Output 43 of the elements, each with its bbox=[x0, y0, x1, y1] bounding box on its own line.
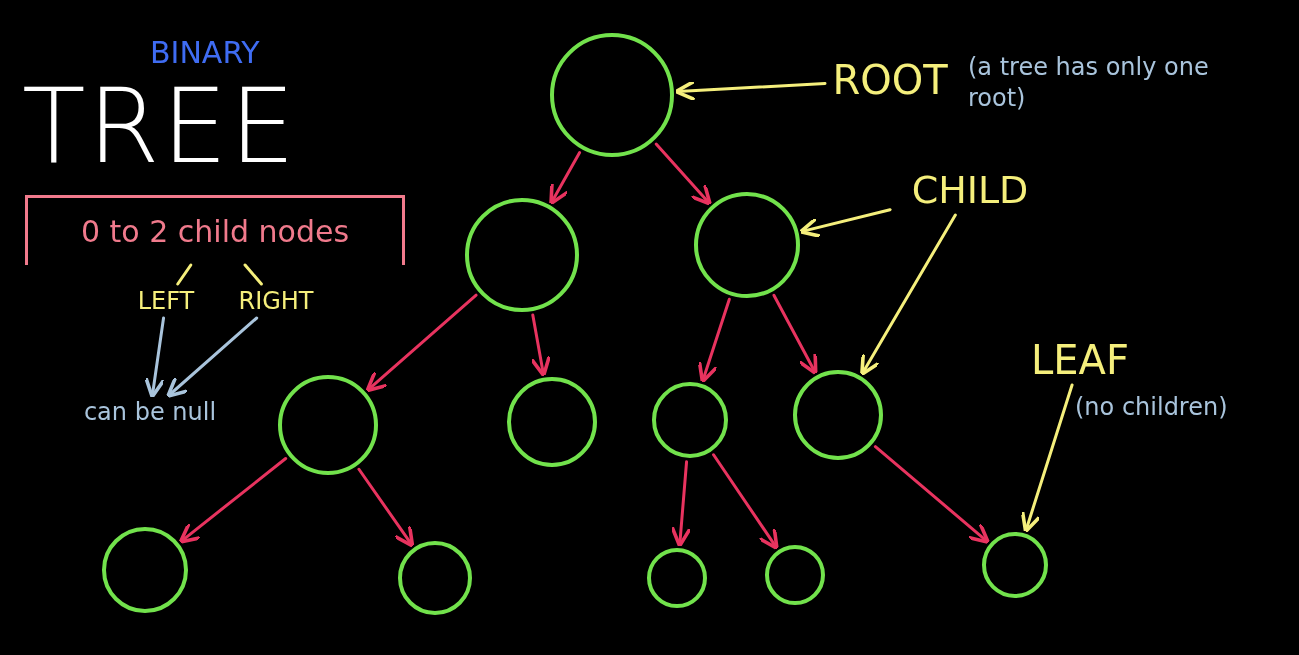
arrow bbox=[357, 467, 415, 548]
diagram-title: TREE bbox=[22, 74, 298, 178]
connector-line bbox=[243, 263, 263, 286]
arrow bbox=[860, 213, 957, 377]
arrow bbox=[178, 457, 288, 544]
arrow bbox=[365, 293, 478, 393]
node-label: CHILD bbox=[890, 165, 1050, 215]
arrow bbox=[549, 151, 582, 206]
node-label: LEFT bbox=[122, 284, 210, 318]
tree-node-circle bbox=[793, 370, 883, 460]
tree-node-circle bbox=[550, 33, 674, 157]
arrow bbox=[144, 316, 166, 399]
heading-label: BINARY bbox=[150, 38, 260, 68]
tree-node-circle bbox=[465, 198, 579, 312]
arrow bbox=[873, 445, 990, 545]
arrow bbox=[798, 208, 892, 238]
arrow bbox=[697, 297, 731, 384]
arrow bbox=[670, 460, 692, 548]
tree-node-circle bbox=[507, 377, 597, 467]
arrow bbox=[712, 453, 779, 551]
connector-line bbox=[176, 263, 193, 286]
tree-node-circle bbox=[398, 541, 472, 615]
tree-node-circle bbox=[982, 532, 1048, 598]
arrow bbox=[772, 293, 818, 376]
bracket-box bbox=[25, 195, 405, 265]
tree-node-circle bbox=[647, 548, 707, 608]
node-label: ROOT bbox=[825, 55, 955, 105]
box-text: 0 to 2 child nodes bbox=[80, 214, 350, 249]
tree-node-circle bbox=[765, 545, 825, 605]
note-text: (no children) bbox=[1075, 392, 1229, 423]
arrow bbox=[1020, 383, 1074, 534]
arrow bbox=[166, 316, 259, 398]
node-label: LEAF bbox=[1030, 335, 1130, 385]
tree-node-circle bbox=[652, 382, 728, 458]
tree-node-circle bbox=[694, 192, 800, 298]
tree-node-circle bbox=[278, 375, 378, 475]
node-label: RIGHT bbox=[222, 284, 330, 318]
arrow bbox=[654, 142, 712, 206]
arrow bbox=[529, 313, 552, 378]
tree-node-circle bbox=[102, 527, 188, 613]
note-text: (a tree has only one root) bbox=[968, 52, 1210, 115]
node-label: can be null bbox=[60, 395, 240, 429]
arrow bbox=[674, 79, 827, 102]
